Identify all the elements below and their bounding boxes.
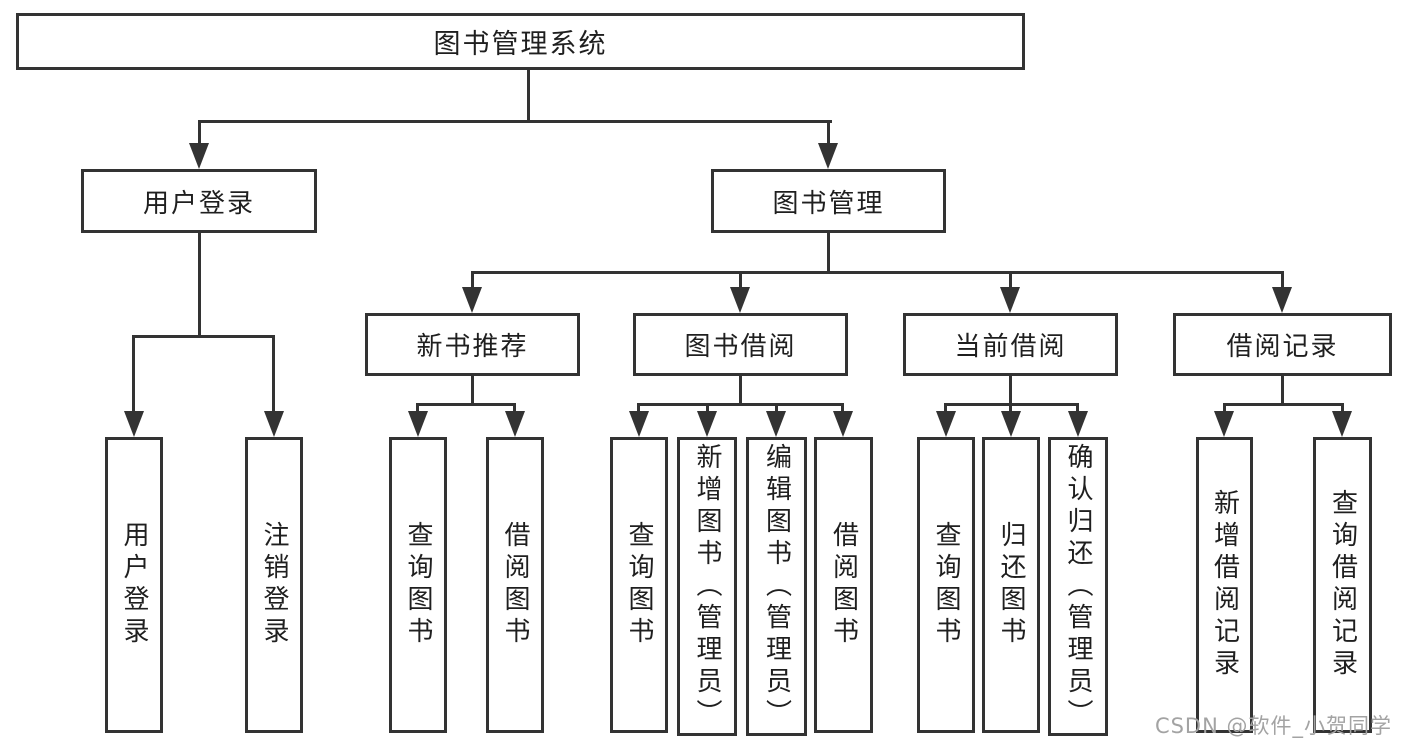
connector-vline: [471, 271, 474, 289]
arrowhead-down-icon: [1332, 411, 1352, 437]
leaf-user-login: 用户登录: [105, 437, 163, 733]
arrowhead-down-icon: [408, 411, 428, 437]
arrowhead-down-icon: [1214, 411, 1234, 437]
connector-vline: [1009, 376, 1012, 405]
connector-hline: [471, 271, 1282, 274]
connector-hline: [198, 120, 832, 123]
arrowhead-down-icon: [766, 411, 786, 437]
connector-vline: [775, 403, 778, 413]
arrowhead-down-icon: [462, 287, 482, 313]
connector-vline: [739, 376, 742, 405]
connector-vline: [272, 335, 275, 413]
leaf-confirm-return-admin: 确认归还（管理员）: [1048, 437, 1108, 736]
connector-vline: [1281, 271, 1284, 289]
leaf-logout: 注销登录: [245, 437, 303, 733]
leaf-query-books-recommend: 查询图书: [389, 437, 447, 733]
connector-hline: [416, 403, 516, 406]
connector-vline: [1223, 403, 1226, 413]
arrowhead-down-icon: [264, 411, 284, 437]
node-new-book-recommend: 新书推荐: [365, 313, 580, 376]
connector-vline: [827, 233, 830, 274]
arrowhead-down-icon: [818, 143, 838, 169]
connector-vline: [132, 335, 135, 413]
connector-vline: [416, 403, 419, 413]
arrowhead-down-icon: [1000, 287, 1020, 313]
connector-vline: [471, 376, 474, 405]
connector-vline: [1009, 271, 1012, 289]
connector-vline: [198, 120, 201, 145]
connector-vline: [739, 271, 742, 289]
connector-hline: [1223, 403, 1344, 406]
node-borrowing-records: 借阅记录: [1173, 313, 1392, 376]
connector-vline: [706, 403, 709, 413]
node-current-borrowing: 当前借阅: [903, 313, 1118, 376]
connector-vline: [513, 403, 516, 413]
connector-vline: [1009, 403, 1012, 413]
arrowhead-down-icon: [1001, 411, 1021, 437]
connector-hline: [132, 335, 275, 338]
arrowhead-down-icon: [1272, 287, 1292, 313]
leaf-edit-book-admin: 编辑图书（管理员）: [746, 437, 807, 736]
connector-hline: [637, 403, 844, 406]
connector-vline: [1076, 403, 1079, 413]
node-book-borrowing: 图书借阅: [633, 313, 848, 376]
connector-vline: [1281, 376, 1284, 405]
arrowhead-down-icon: [1068, 411, 1088, 437]
connector-vline: [527, 70, 530, 123]
arrowhead-down-icon: [189, 143, 209, 169]
arrowhead-down-icon: [936, 411, 956, 437]
leaf-query-borrow-record: 查询借阅记录: [1313, 437, 1372, 733]
arrowhead-down-icon: [833, 411, 853, 437]
leaf-return-books: 归还图书: [982, 437, 1040, 733]
connector-vline: [637, 403, 640, 413]
arrowhead-down-icon: [629, 411, 649, 437]
connector-vline: [1341, 403, 1344, 413]
arrowhead-down-icon: [697, 411, 717, 437]
leaf-add-book-admin: 新增图书（管理员）: [677, 437, 737, 736]
node-user-login: 用户登录: [81, 169, 317, 233]
watermark: CSDN @软件_小贺同学: [1154, 714, 1392, 738]
leaf-borrow-books-recommend: 借阅图书: [486, 437, 544, 733]
arrowhead-down-icon: [730, 287, 750, 313]
leaf-query-books-current: 查询图书: [917, 437, 975, 733]
node-book-management: 图书管理: [711, 169, 946, 233]
connector-vline: [198, 233, 201, 337]
leaf-borrow-books-borrowing: 借阅图书: [814, 437, 873, 733]
arrowhead-down-icon: [124, 411, 144, 437]
connector-vline: [827, 120, 830, 145]
leaf-add-borrow-record: 新增借阅记录: [1196, 437, 1253, 733]
node-root: 图书管理系统: [16, 13, 1025, 70]
leaf-query-books-borrowing: 查询图书: [610, 437, 668, 733]
connector-vline: [944, 403, 947, 413]
arrowhead-down-icon: [505, 411, 525, 437]
connector-vline: [841, 403, 844, 413]
